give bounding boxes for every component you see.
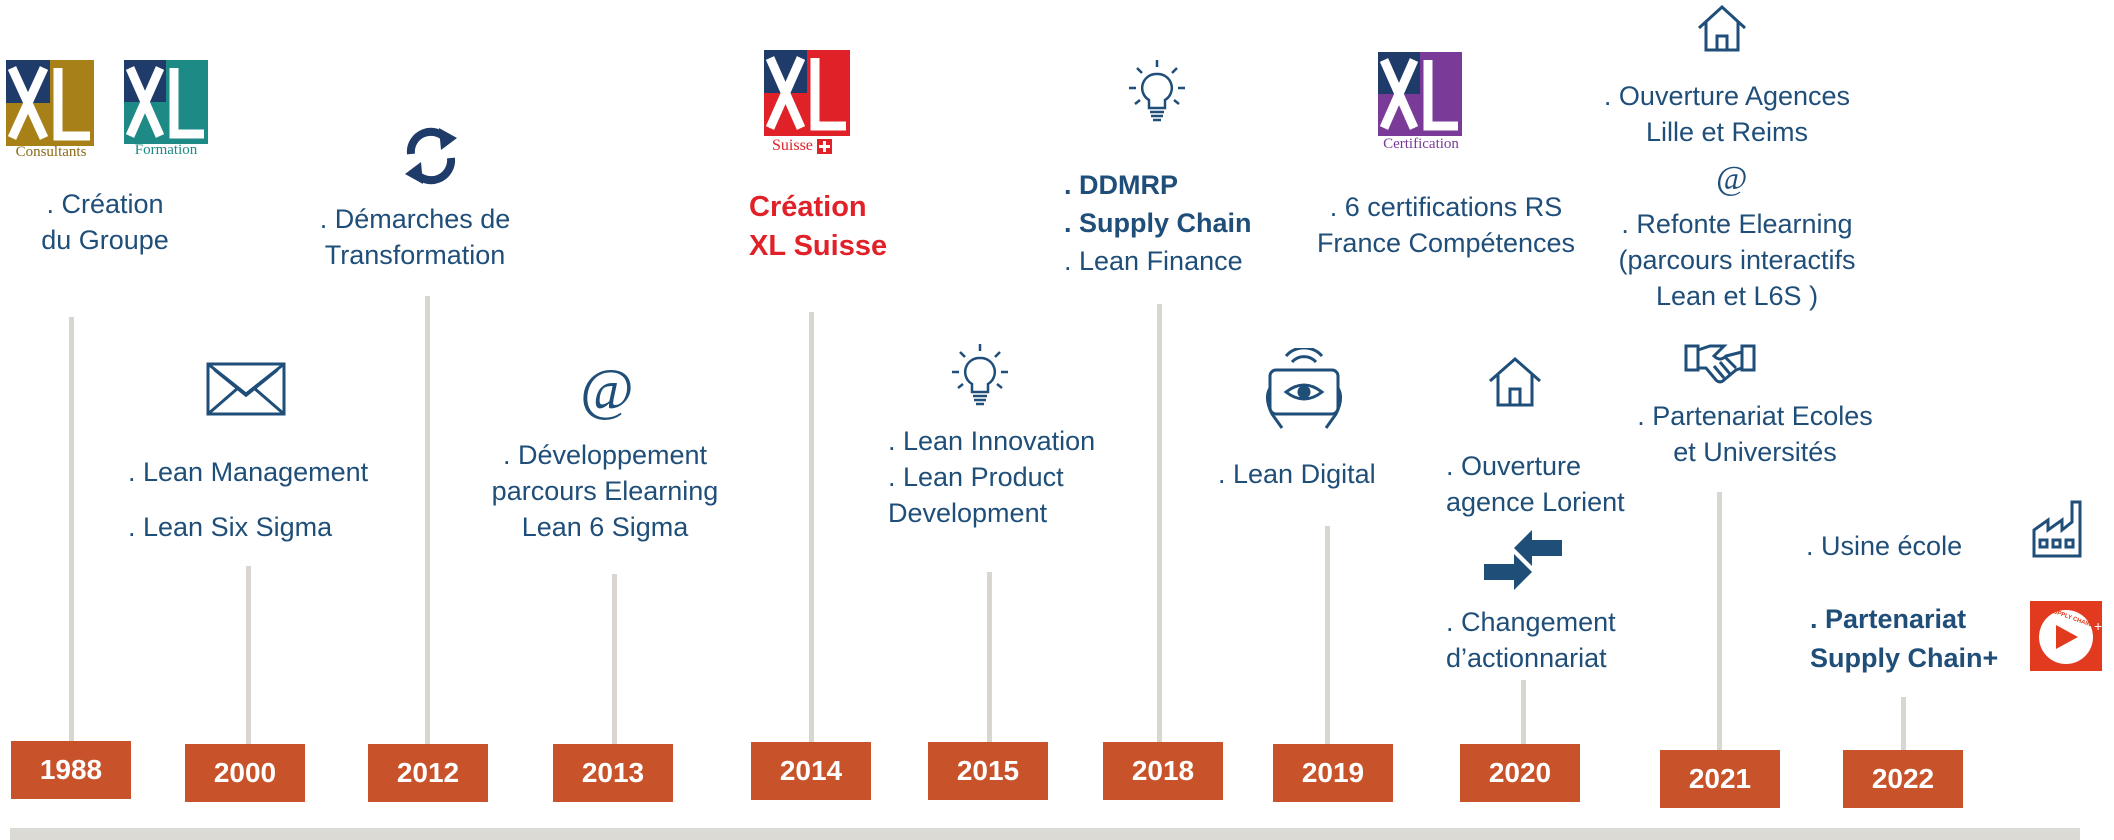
suisse-caption: Suisse [772,137,813,154]
at-icon-2021: @ [1716,160,1748,197]
milestone-2012-text: . Démarches de Transformation [319,204,511,270]
milestone-2019-certifications-text: . 6 certifications RS France Compétences [1316,192,1576,258]
lightbulb-icon-2018 [1129,60,1185,122]
stem-2000 [246,566,251,744]
year-2000: 2000 [185,744,305,802]
svg-text:+: + [2094,618,2102,634]
stem-2018 [1157,304,1162,742]
milestone-2018-text: . DDMRP . Supply Chain . Lean Finance [1064,170,1252,276]
milestone-2020-text-a: . Ouverture agence Lorient [1446,451,1625,517]
lightbulb-icon-2015 [952,344,1008,406]
xl-suisse-logo: Suisse [764,50,850,160]
xl-formation-logo: Formation [124,60,208,162]
milestone-2013-text: . Développement parcours Elearning Lean … [491,440,719,542]
tablet-eye-icon [1265,348,1343,429]
milestone-2019-text: . Lean Digital [1218,459,1376,489]
stem-1988 [69,317,74,741]
at-icon: @ [580,357,634,422]
formation-caption: Formation [134,142,198,158]
year-2013: 2013 [553,744,673,802]
certification-caption: Certification [1383,136,1459,152]
year-2021: 2021 [1660,750,1780,808]
milestone-2014-text: Création XL Suisse [749,191,888,262]
milestone-2000-text: . Lean Management . Lean Six Sigma [128,457,369,542]
year-2019: 2019 [1273,744,1393,802]
house-icon-2021 [1697,4,1747,52]
stem-2015 [987,572,992,742]
milestone-2021-text-mid: . Refonte Elearning (parcours interactif… [1618,209,1856,311]
year-2014: 2014 [751,742,871,800]
year-2012: 2012 [368,744,488,802]
year-2015: 2015 [928,742,1048,800]
refresh-icon [405,127,457,185]
stem-2020 [1521,680,1526,744]
milestone-2021-text-low: . Partenariat Ecoles et Universités [1637,401,1873,467]
stem-2014 [809,312,814,742]
stem-2012 [425,296,430,744]
milestone-2015-text: . Lean Innovation . Lean Product Develop… [888,426,1096,528]
envelope-icon [206,362,286,416]
house-icon-2020 [1489,357,1541,407]
milestone-2020-text-b: . Changement d’actionnariat [1446,607,1616,673]
timeline-baseline [10,828,2080,840]
xl-consultants-logo: Consultants [6,60,96,162]
supply-chain-plus-logo: + SUPPLY CHAIN [2030,601,2102,671]
factory-icon [2032,500,2082,558]
handshake-icon [1684,344,1756,384]
year-2022: 2022 [1843,750,1963,808]
year-2020: 2020 [1460,744,1580,802]
stem-2021 [1717,492,1722,750]
milestone-2022-text-a: . Usine école [1806,531,1963,561]
exchange-arrows-icon [1484,530,1562,590]
year-2018: 2018 [1103,742,1223,800]
xl-certification-logo: Certification [1378,52,1464,160]
stem-2019 [1325,526,1330,744]
year-1988: 1988 [11,741,131,799]
milestone-1988-text: . Création du Groupe [41,189,169,255]
consultants-caption: Consultants [15,144,87,160]
stem-2022 [1901,697,1906,750]
swiss-flag-icon [816,138,832,154]
milestone-2021-text-top: . Ouverture Agences Lille et Reims [1603,81,1851,147]
milestone-2022-text-b: . Partenariat Supply Chain+ [1810,604,1999,673]
stem-2013 [612,574,617,744]
